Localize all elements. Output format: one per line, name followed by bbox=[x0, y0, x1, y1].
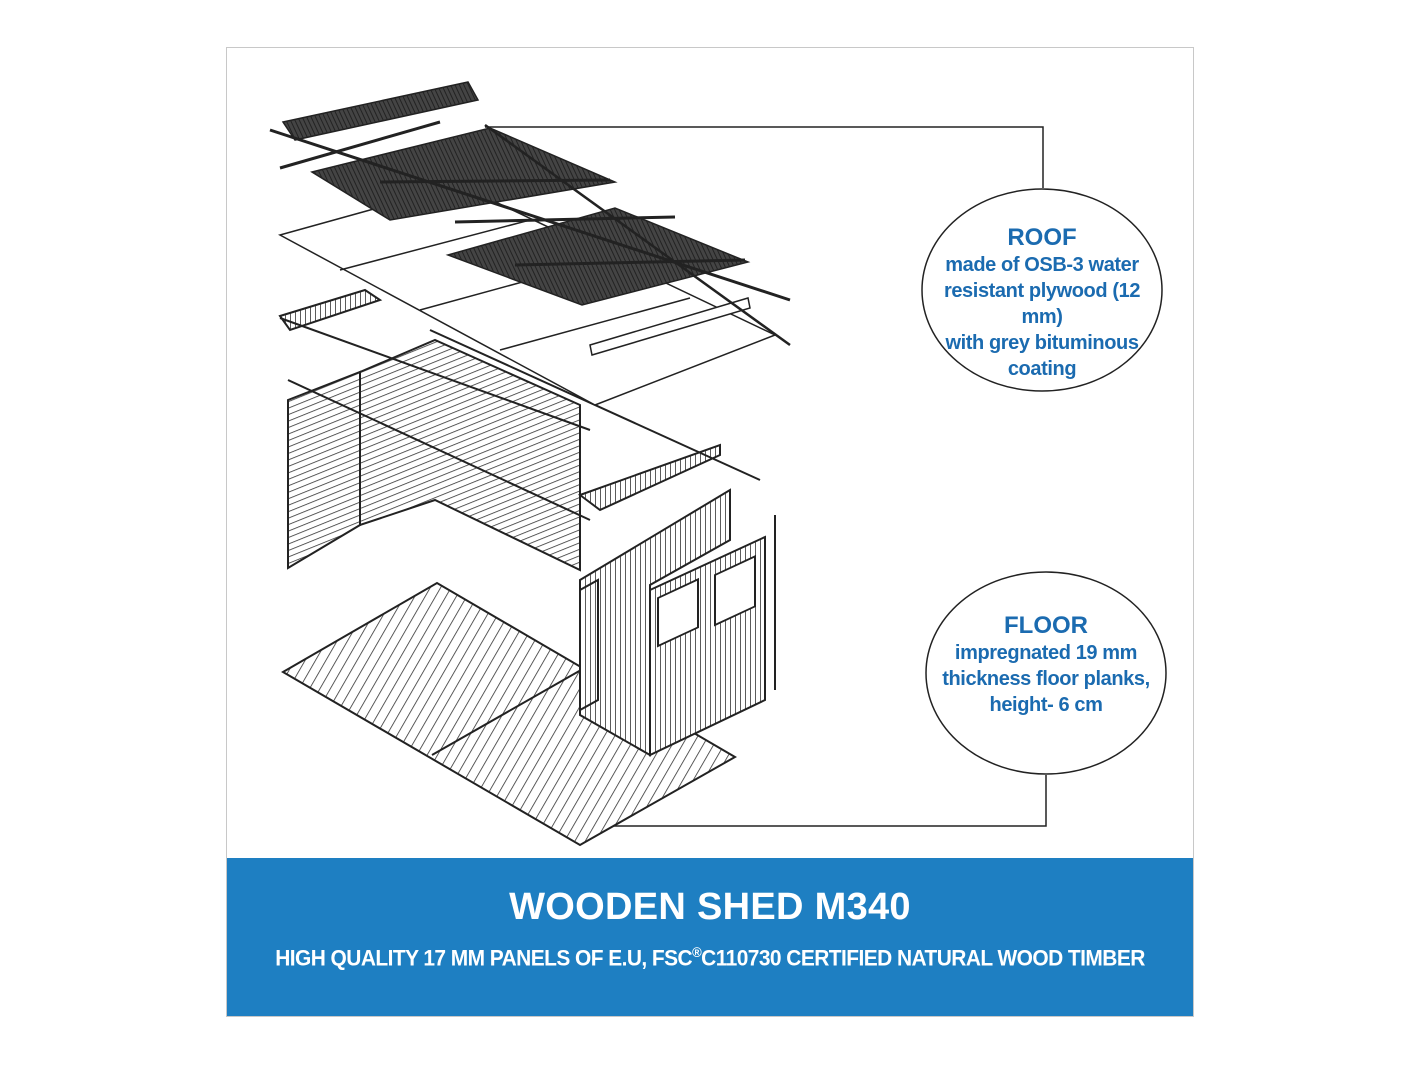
roof-line: made of OSB-3 water bbox=[945, 254, 1139, 276]
product-title: WOODEN SHED M340 bbox=[509, 886, 911, 928]
roof-line: resistant plywood (12 mm) bbox=[943, 280, 1141, 328]
roof-line: with grey bituminous bbox=[945, 332, 1139, 354]
subtitle-part: C110730 CERTIFIED NATURAL WOOD TIMBER bbox=[701, 945, 1145, 971]
floor-line: height- 6 cm bbox=[989, 694, 1103, 716]
floor-panel bbox=[281, 581, 738, 847]
product-banner: WOODEN SHED M340 HIGH QUALITY 17 MM PANE… bbox=[227, 858, 1193, 1016]
floor-line: thickness floor planks, bbox=[942, 668, 1150, 690]
roof-callout: ROOF made of OSB-3 water resistant plywo… bbox=[921, 188, 1163, 392]
registered-mark: ® bbox=[692, 944, 702, 960]
roof-line: coating bbox=[1007, 358, 1077, 380]
floor-callout: FLOOR impregnated 19 mm thickness floor … bbox=[925, 571, 1167, 775]
floor-line: impregnated 19 mm bbox=[954, 642, 1138, 664]
roof-callout-ellipse bbox=[921, 188, 1163, 392]
roof-heading: ROOF bbox=[1007, 224, 1077, 251]
callout-leaders bbox=[485, 126, 1047, 827]
product-subtitle: HIGH QUALITY 17 MM PANELS OF E.U, FSC®C1… bbox=[261, 944, 1159, 972]
roof-bitumen-panels bbox=[269, 81, 791, 347]
walls bbox=[278, 288, 776, 757]
floor-heading: FLOOR bbox=[1004, 612, 1088, 639]
subtitle-part: HIGH QUALITY 17 MM PANELS OF E.U, FSC bbox=[275, 945, 693, 971]
floor-callout-ellipse bbox=[925, 571, 1167, 775]
